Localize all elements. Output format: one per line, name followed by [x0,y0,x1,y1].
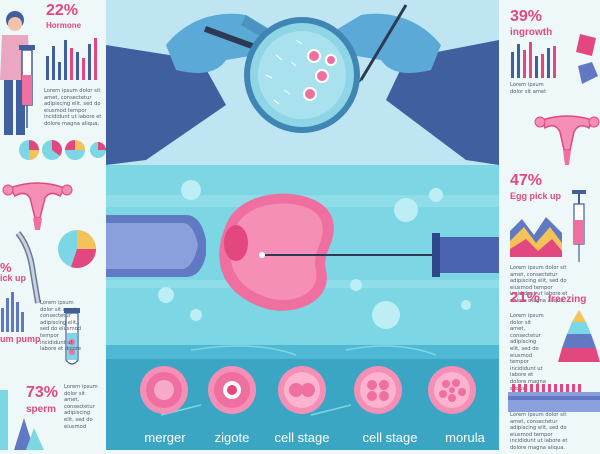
stage-label: cell stage [274,430,330,445]
gift-icon [576,34,598,84]
uterus-icon [2,182,73,230]
injection-scene [106,165,499,345]
sperm-area-chart [0,390,44,450]
freezing-percent: 21% [510,289,541,306]
pickup-label: ick up [0,273,27,283]
uterus-icon [534,115,600,165]
sperm-label: sperm [26,404,57,415]
hormone-label: Hormone [46,21,82,30]
sperm-percent: 73% [26,384,59,401]
hormone-percent: 22% [46,2,79,19]
pump-bar-chart [1,292,24,332]
tray-icon [508,384,600,412]
stage-label: zigote [214,430,250,445]
ingrowth-label: ingrowth [510,27,553,38]
stage-label: merger [144,430,186,445]
stages-band [106,345,499,450]
injection-needle-icon [106,180,499,329]
bottom-text: Lorem ipsum dolor sit amet, consectetur … [510,412,568,451]
pie-icons [19,140,106,160]
freezing-text: Lorem ipsum dolor sit amet, consectetur … [510,313,546,392]
egg-pickup-percent: 47% [510,172,543,189]
pump-lorem: Lorem ipsum dolor sit amet, consectetur … [40,300,82,353]
egg-text: Lorem ipsum dolor sit amet, consectetur … [510,265,568,304]
hormone-text: Lorem ipsum dolor sit amet, consectetur … [44,88,102,127]
hands-with-pipette-icon [106,4,499,165]
freezing-label: freezing [548,294,587,305]
ingrowth-bar-chart [511,42,556,78]
ingrowth-text: Lorem ipsum dolor sit amet [510,82,547,95]
egg-cell-icon [224,225,248,261]
vacuum-pump-icon [15,231,41,304]
sperm-text: Lorem ipsum dolor sit amet, consectetur … [64,384,98,430]
stage-label: morula [445,430,485,445]
stage-label: cell stage [362,430,418,445]
egg-area-chart [510,217,562,257]
pickup-percent: % [0,260,12,275]
syringe-icon [19,45,35,128]
egg-pickup-label: Egg pick up [510,191,562,201]
pickup-pie-chart [58,230,96,268]
test-tube-icon [64,308,80,365]
hormone-bar-chart [46,38,97,80]
ingrowth-percent: 39% [510,8,543,25]
top-scene [106,0,499,165]
pyramid-icon [558,310,600,362]
pump-label: um pump [0,334,41,344]
syringe-icon [572,190,586,262]
